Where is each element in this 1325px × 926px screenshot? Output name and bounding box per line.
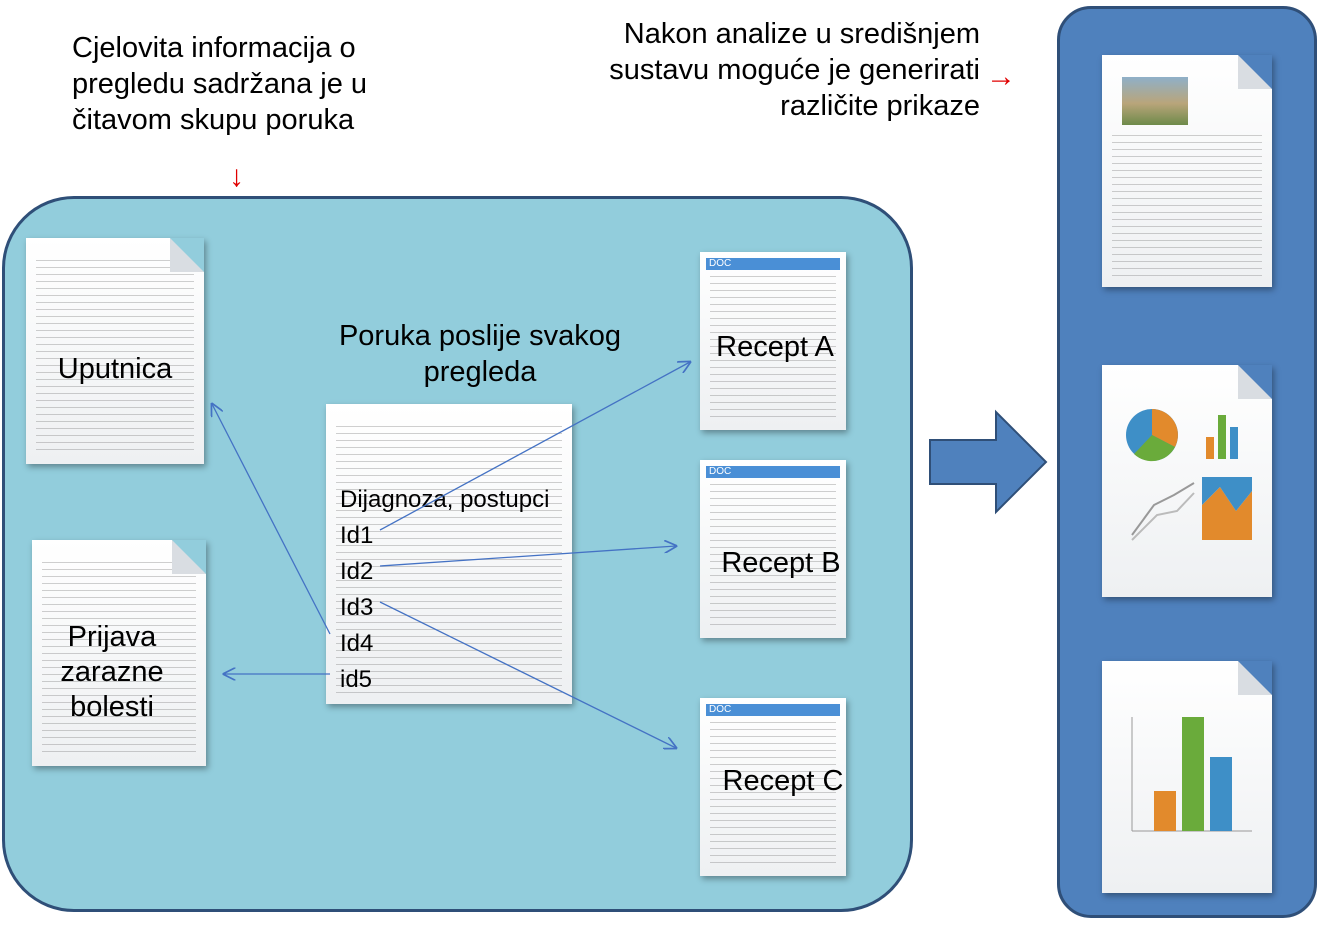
message-document xyxy=(326,404,572,704)
doc-badge: DOC xyxy=(706,704,840,716)
message-line: Dijagnoza, postupci xyxy=(340,486,550,513)
message-line: Id2 xyxy=(340,558,374,585)
message-line: Id1 xyxy=(340,522,374,549)
uputnica-label: Uputnica xyxy=(57,353,173,385)
caption-left: Cjelovita informacija o pregledu sadržan… xyxy=(72,32,368,136)
output-document-bar-chart xyxy=(1102,661,1272,893)
document-recept-c: DOC xyxy=(700,698,846,876)
output-document-charts xyxy=(1102,365,1272,597)
big-arrow-icon xyxy=(929,409,1048,515)
message-line: id5 xyxy=(340,666,373,693)
doc-badge: DOC xyxy=(706,466,840,478)
message-line: Id3 xyxy=(340,594,374,621)
message-title: Poruka poslije svakog pregleda xyxy=(338,320,622,388)
doc-badge: DOC xyxy=(706,258,840,270)
recept-c-label: Recept C xyxy=(722,765,844,797)
message-line: Id4 xyxy=(340,630,374,657)
prijava-label: Prijava zarazne bolesti xyxy=(60,621,164,723)
picture-icon xyxy=(1122,77,1188,125)
charts-icon xyxy=(1126,409,1252,541)
caption-right: Nakon analize u središnjem sustavu moguć… xyxy=(609,18,980,122)
down-arrow-icon: ↓ xyxy=(229,160,244,193)
output-document-text xyxy=(1102,55,1272,287)
document-recept-b: DOC xyxy=(700,460,846,638)
bar-chart-icon xyxy=(1131,717,1252,832)
output-panel xyxy=(1057,6,1317,918)
recept-a-label: Recept A xyxy=(716,331,834,363)
recept-b-label: Recept B xyxy=(721,547,841,579)
document-prijava xyxy=(32,540,206,766)
document-uputnica xyxy=(26,238,204,464)
document-recept-a: DOC xyxy=(700,252,846,430)
right-arrow-icon: → xyxy=(986,60,1016,93)
